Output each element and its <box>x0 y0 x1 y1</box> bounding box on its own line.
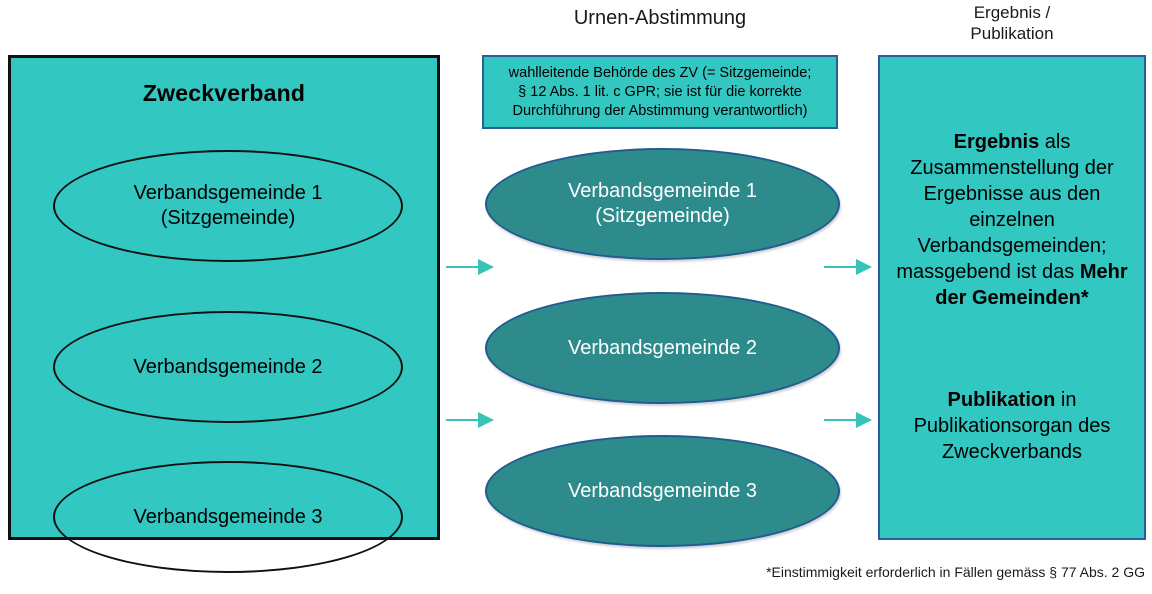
left-ellipse-verbandsgemeinde-2: Verbandsgemeinde 2 <box>53 311 403 423</box>
mehr-der-gemeinden-bold: Mehr der Gemeinden* <box>935 261 1128 309</box>
footnote-einstimmigkeit: *Einstimmigkeit erforderlich in Fällen g… <box>766 564 1145 580</box>
mid-ellipse-verbandsgemeinde-3: Verbandsgemeinde 3 <box>485 435 840 547</box>
ergebnis-paragraph: Ergebnis als Zusammenstellung der Ergebn… <box>890 129 1134 311</box>
ergebnis-bold-lead: Ergebnis <box>953 131 1040 153</box>
mid-ellipse-verbandsgemeinde-2: Verbandsgemeinde 2 <box>485 292 840 404</box>
heading-ergebnis-publikation: Ergebnis / Publikation <box>970 3 1054 43</box>
wahlleitende-behoerde-info-box: wahlleitende Behörde des ZV (= Sitzgemei… <box>482 55 838 129</box>
ergebnis-publikation-box: Ergebnis als Zusammenstellung der Ergebn… <box>878 55 1146 540</box>
left-ellipse-verbandsgemeinde-3: Verbandsgemeinde 3 <box>53 461 403 573</box>
publikation-paragraph: Publikation in Publikationsorgan des Zwe… <box>890 387 1134 465</box>
mid-ellipse-verbandsgemeinde-1: Verbandsgemeinde 1 (Sitzgemeinde) <box>485 148 840 260</box>
zweckverband-title: Zweckverband <box>142 80 306 106</box>
wahlleitende-behoerde-text: wahlleitende Behörde des ZV (= Sitzgemei… <box>508 64 812 119</box>
arrow-right-icon-left-1 <box>446 259 494 275</box>
arrow-right-icon-right-1 <box>824 259 872 275</box>
ergebnis-body-text: als Zusammenstellung der Ergebnisse aus … <box>896 131 1114 283</box>
publikation-bold-lead: Publikation <box>947 389 1056 411</box>
arrow-right-icon-left-2 <box>446 412 494 428</box>
arrow-right-icon-right-2 <box>824 412 872 428</box>
publikation-body-text: in Publikationsorgan des Zweckverbands <box>913 389 1111 463</box>
left-ellipse-verbandsgemeinde-1: Verbandsgemeinde 1 (Sitzgemeinde) <box>53 150 403 262</box>
heading-urnen-abstimmung: Urnen-Abstimmung <box>573 7 747 29</box>
zweckverband-box: Zweckverband Verbandsgemeinde 1 (Sitzgem… <box>8 55 440 573</box>
